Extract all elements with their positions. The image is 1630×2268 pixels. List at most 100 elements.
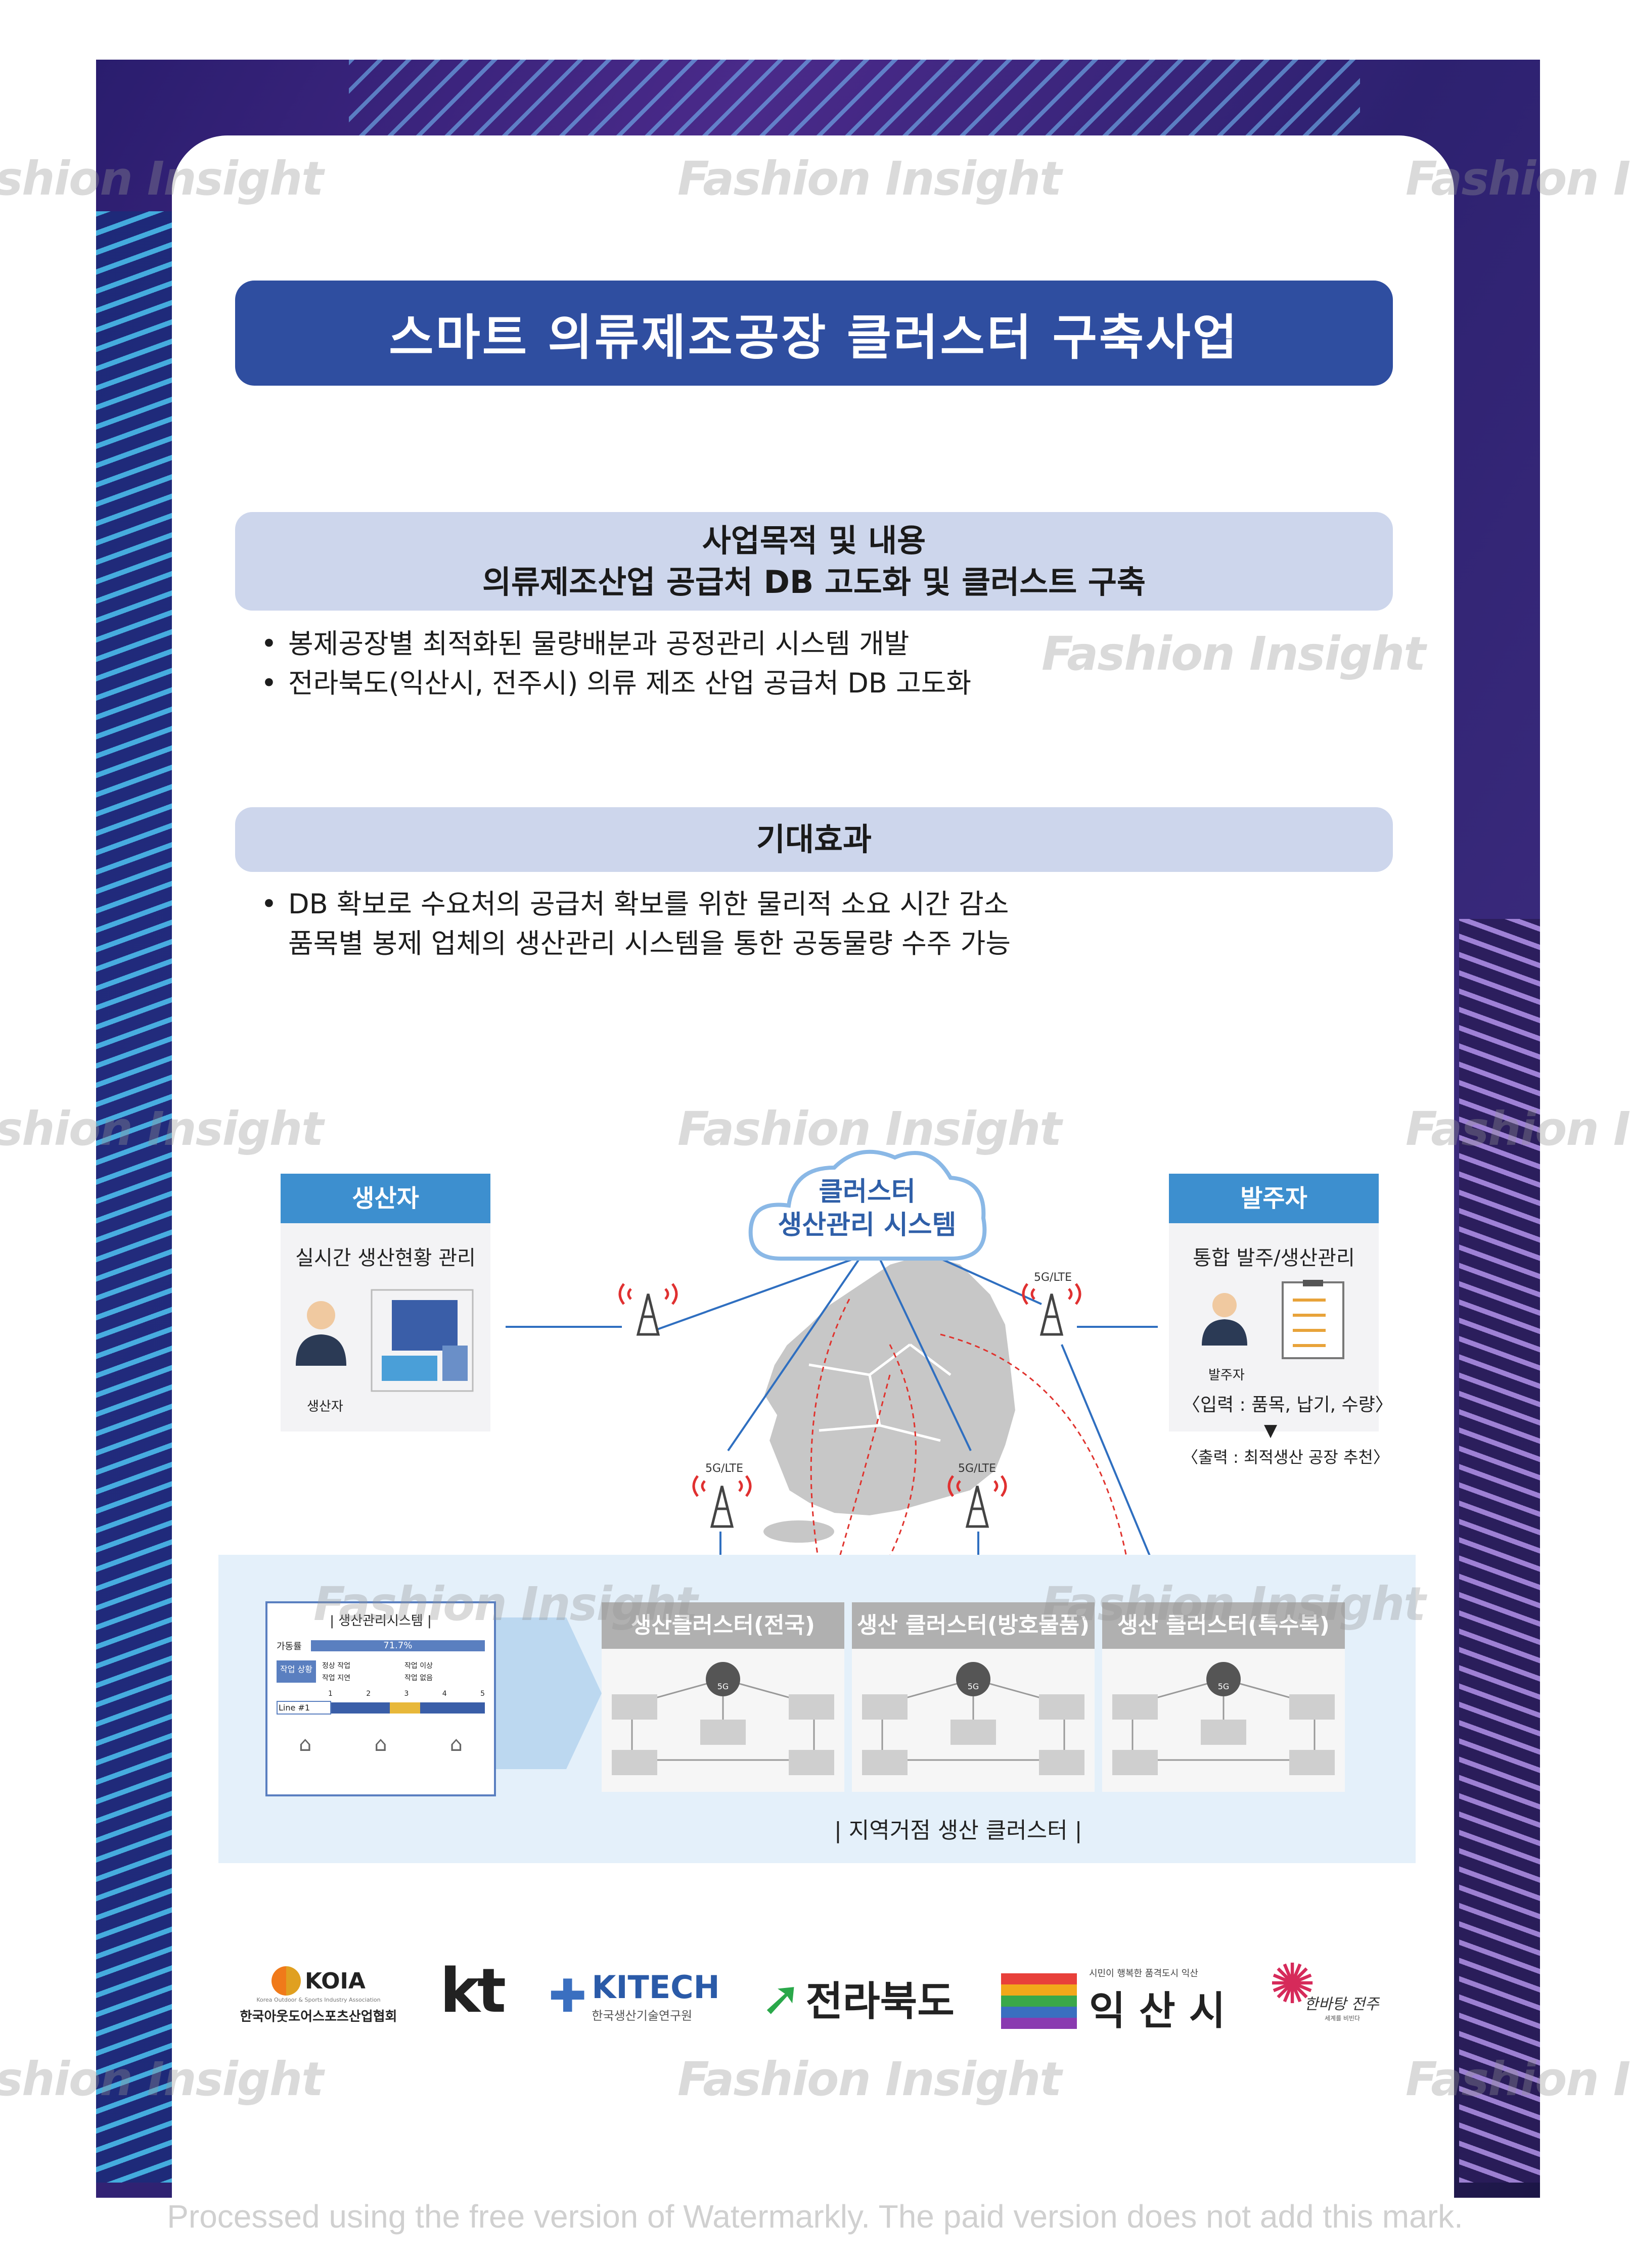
producer-card: 생산자 실시간 생산현황 관리 생산자 [281,1174,490,1431]
producer-person-label: 생산자 [307,1399,343,1414]
bullet-icon: • [261,667,277,699]
footer-watermark: Processed using the free version of Wate… [167,2198,1463,2235]
list-item-text: 전라북도(익산시, 전주시) 의류 제조 산업 공급처 DB 고도화 [288,667,972,699]
koia-mark-icon [271,1966,301,1996]
purpose-list: • 봉제공장별 최적화된 물량배분과 공정관리 시스템 개발 • 전라북도(익산시,… [259,624,971,703]
production-system-panel: | 생산관리시스템 | 가동률 71.7% 작업 상황 정상 작업 작업 이상 … [265,1601,496,1796]
jeonju-flower-icon: ✺ [1269,1952,1316,2016]
red-arc-3 [940,1333,1134,1593]
cloud-icon [748,1149,987,1261]
frame-right-stripes [1459,919,1540,2183]
machine-icons: ⌂ ⌂ ⌂ [267,1733,494,1756]
list-item: • 전라북도(익산시, 전주시) 의류 제조 산업 공급처 DB 고도화 [259,664,971,703]
list-item: • 봉제공장별 최적화된 물량배분과 공정관리 시스템 개발 [259,624,971,664]
korea-map [762,1252,1018,1518]
kitech-mark-icon: ✚ [549,1969,587,2023]
watermark: Fashion Insight [1042,627,1426,681]
legend-delay: 작업 지연 [322,1674,350,1682]
legend-idle: 작업 없음 [404,1674,433,1682]
cloud-label-line1: 클러스터 [819,1177,916,1207]
watermark: Fashion Insight [677,2052,1062,2106]
factory-network: 5G [862,1662,1084,1775]
rate-label: 가동률 [277,1641,302,1652]
client-card: 발주자 통합 발주/생산관리 발주자 〈입력 : 품목, 납기, 수량〉 [1169,1174,1393,1431]
jeonju-sub: 세계를 비빈다 [1325,2015,1361,2022]
legend-error: 작업 이상 [404,1662,433,1670]
sewing-machine-icon: ⌂ [374,1733,387,1756]
line-label: Line #1 [277,1701,331,1715]
monitor-icon [392,1300,458,1351]
client-input-note: 〈입력 : 품목, 납기, 수량〉 [1182,1395,1393,1415]
system-title: | 생산관리시스템 | [330,1613,432,1629]
iksan-slogan: 시민이 행복한 품격도시 익산 [1089,1968,1198,1979]
cluster-title: 생산클러스터(전국) [602,1602,844,1649]
watermark: Fashion Insight [677,1102,1062,1156]
sewing-machine-icon: ⌂ [449,1733,463,1756]
client-output-note: 〈출력 : 최적생산 공장 추천〉 [1182,1448,1389,1467]
producer-illustration [296,1289,474,1392]
watermark: Fashion Insight [0,2052,324,2106]
koia-name: 한국아웃도어스포츠산업협회 [240,2009,397,2024]
iksan-logo: 시민이 행복한 품격도시 익산 익 산 시 [1001,1966,1226,2036]
legend-normal: 정상 작업 [322,1662,350,1670]
map-region-lines [808,1344,952,1442]
arrow-client-to-cluster [1061,1344,1164,1588]
watermark: Fashion Insight [1406,1102,1630,1156]
watermark: Fashion Insight [0,152,324,206]
watermark: Fashion Insight [1406,2052,1630,2106]
cluster-title: 생산 클러스터(특수복) [1102,1602,1345,1649]
bullet-icon: • [261,888,277,920]
tower-label: 5G/LTE [1034,1271,1072,1284]
arrow-to-right-tower [879,1258,972,1451]
jeonbuk-mark-icon: ➚ [761,1970,802,2026]
watermark: Fashion Insight [1042,1577,1426,1631]
tower-label: 5G/LTE [705,1462,744,1475]
5g-badge-icon [956,1662,990,1696]
producer-title: 생산자 [281,1174,490,1223]
person-icon [307,1301,335,1329]
cloud-label: 클러스터 생산관리 시스템 [748,1175,986,1242]
line-tick: 3 [404,1690,409,1698]
koia-mark-text: KOIA [305,1968,366,1994]
red-arc-4 [828,1374,891,1593]
factory-network: 5G [612,1662,834,1775]
badge-text: 5G [968,1682,979,1691]
watermark: Fashion Insight [0,1102,324,1156]
effects-heading: 기대효과 [235,807,1393,872]
jeonbuk-logo: ➚ 전라북도 [761,1969,955,2027]
kitech-text: KITECH [592,1969,720,2006]
5g-badge-icon [1206,1662,1241,1696]
badge-text: 5G [717,1682,729,1691]
bullet-icon: • [261,628,277,660]
page-title: 스마트 의류제조공장 클러스터 구축사업 [235,281,1393,386]
kitech-sub: 한국생산기술연구원 [592,2009,693,2023]
iksan-text: 익 산 시 [1089,1988,1226,2034]
purpose-heading-line2: 의류제조산업 공급처 DB 고도화 및 클러스트 구축 [482,564,1146,600]
list-item-text: 봉제공장별 최적화된 물량배분과 공정관리 시스템 개발 [288,628,910,660]
jeonju-text: 한바탕 전주 [1304,1996,1379,2013]
kitech-logo: ✚ KITECH 한국생산기술연구원 [549,1969,720,2023]
sewing-machine-icon: ⌂ [298,1733,312,1756]
list-item-continuation: 품목별 봉제 업체의 생산관리 시스템을 통한 공동물량 수주 가능 [259,924,1011,963]
cloud-label-line2: 생산관리 시스템 [778,1210,957,1240]
kt-logo: kt [440,1956,506,2026]
jeonbuk-text: 전라북도 [805,1978,955,2025]
flow-arrow-icon [495,1617,602,1769]
red-arc-1 [810,1299,850,1593]
rate-bar: 71.7% [310,1640,485,1651]
list-item-text: 품목별 봉제 업체의 생산관리 시스템을 통한 공동물량 수주 가능 [288,928,1011,959]
client-illustration [1202,1280,1344,1359]
cluster-title: 생산 클러스터(방호물품) [852,1602,1095,1649]
jeju-island [763,1520,834,1543]
tower-label: 5G/LTE [958,1462,997,1475]
line-tick: 1 [328,1690,333,1698]
cluster-card: 생산 클러스터(특수복) 5G [1102,1602,1345,1792]
client-person-label: 발주자 [1208,1368,1245,1383]
arrow-to-producer-tower [657,1258,855,1330]
tower-icon [692,1475,752,1528]
watermark: Fashion Insight [677,152,1062,206]
status-label: 작업 상황 [277,1660,316,1683]
producer-subtitle: 실시간 생산현황 관리 [295,1246,476,1270]
list-item: •DB 확보로 수요처의 공급처 확보를 위한 물리적 소요 시간 감소 [259,885,1011,924]
